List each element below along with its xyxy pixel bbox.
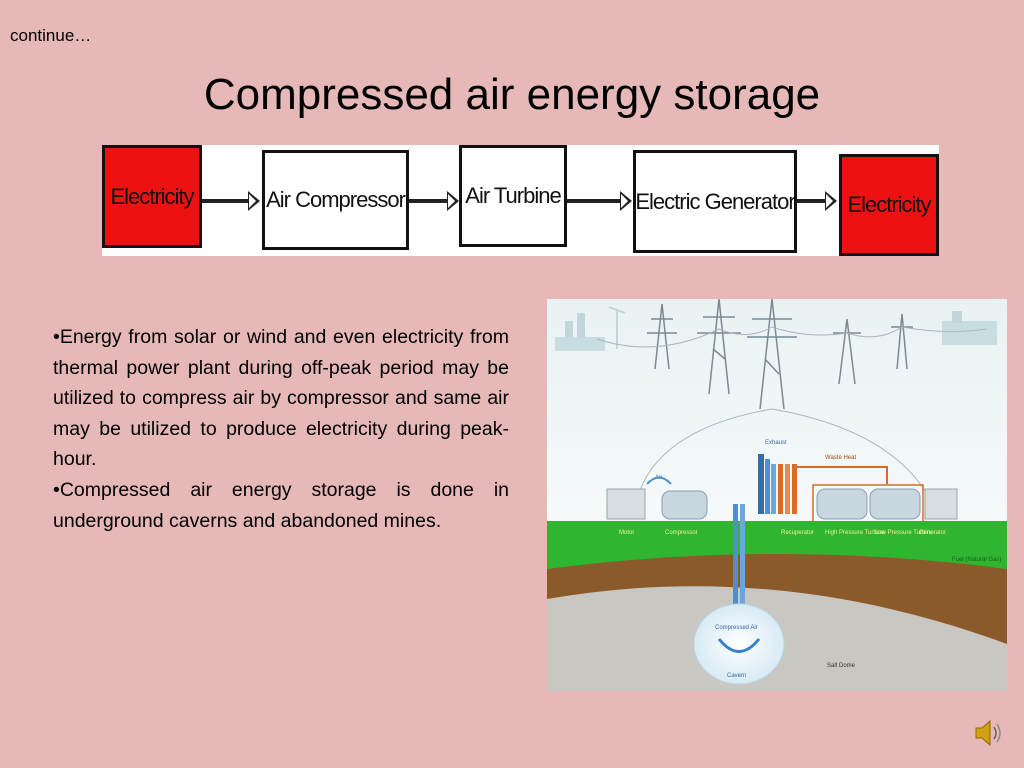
caes-illustration: Exhaust Waste Heat Air Motor Compressor … xyxy=(547,299,1007,691)
label-exhaust: Exhaust xyxy=(765,440,787,446)
transmission-towers xyxy=(647,299,913,410)
flow-step-electricity-out: Electricity xyxy=(839,154,939,256)
slide-title: Compressed air energy storage xyxy=(203,70,821,119)
cavern-pipe xyxy=(740,504,745,614)
label-motor: Motor xyxy=(619,530,634,536)
label-lp-turbine: Low Pressure Turbine xyxy=(875,530,934,536)
label-waste-heat: Waste Heat xyxy=(825,455,856,461)
process-flow-diagram: Electricity Air Compressor Air Turbine E… xyxy=(102,145,939,256)
flow-step-electricity-in: Electricity xyxy=(102,145,202,248)
label-fuel: Fuel (Natural Gas) xyxy=(952,557,1001,563)
flow-arrow xyxy=(409,191,459,211)
flow-step-electric-generator: Electric Generator xyxy=(633,150,797,253)
flow-step-air-compressor: Air Compressor xyxy=(262,150,409,250)
air-intake-icon xyxy=(646,476,672,485)
label-recuperator: Recuperator xyxy=(781,530,814,536)
speaker-icon[interactable] xyxy=(970,715,1006,751)
label-compressor: Compressor xyxy=(665,530,698,536)
label-cavern: Cavern xyxy=(727,673,746,679)
flow-arrow xyxy=(202,191,260,211)
flow-step-air-turbine: Air Turbine xyxy=(459,145,567,247)
ground-surface xyxy=(547,521,1007,569)
power-lines xyxy=(596,326,988,500)
exhaust-stacks xyxy=(758,454,797,514)
airflow-icon xyxy=(717,638,761,653)
label-hp-turbine: High Pressure Turbine xyxy=(825,530,885,536)
flow-arrow xyxy=(797,191,837,211)
label-compressed-air: Compressed Air xyxy=(715,625,758,631)
continue-label: continue… xyxy=(10,26,92,45)
bullet-energy-sources: •Energy from solar or wind and even elec… xyxy=(53,326,509,471)
label-salt-dome: Salt Dome xyxy=(827,663,856,669)
underground-cavern xyxy=(693,603,785,685)
cavern-pipe xyxy=(733,504,738,614)
body-text: •Energy from solar or wind and even elec… xyxy=(53,322,509,536)
background-power-plants xyxy=(555,306,997,351)
label-generator: Generator xyxy=(919,530,946,536)
flow-arrow xyxy=(567,191,632,211)
bullet-storage-location: •Compressed air energy storage is done i… xyxy=(53,478,509,532)
